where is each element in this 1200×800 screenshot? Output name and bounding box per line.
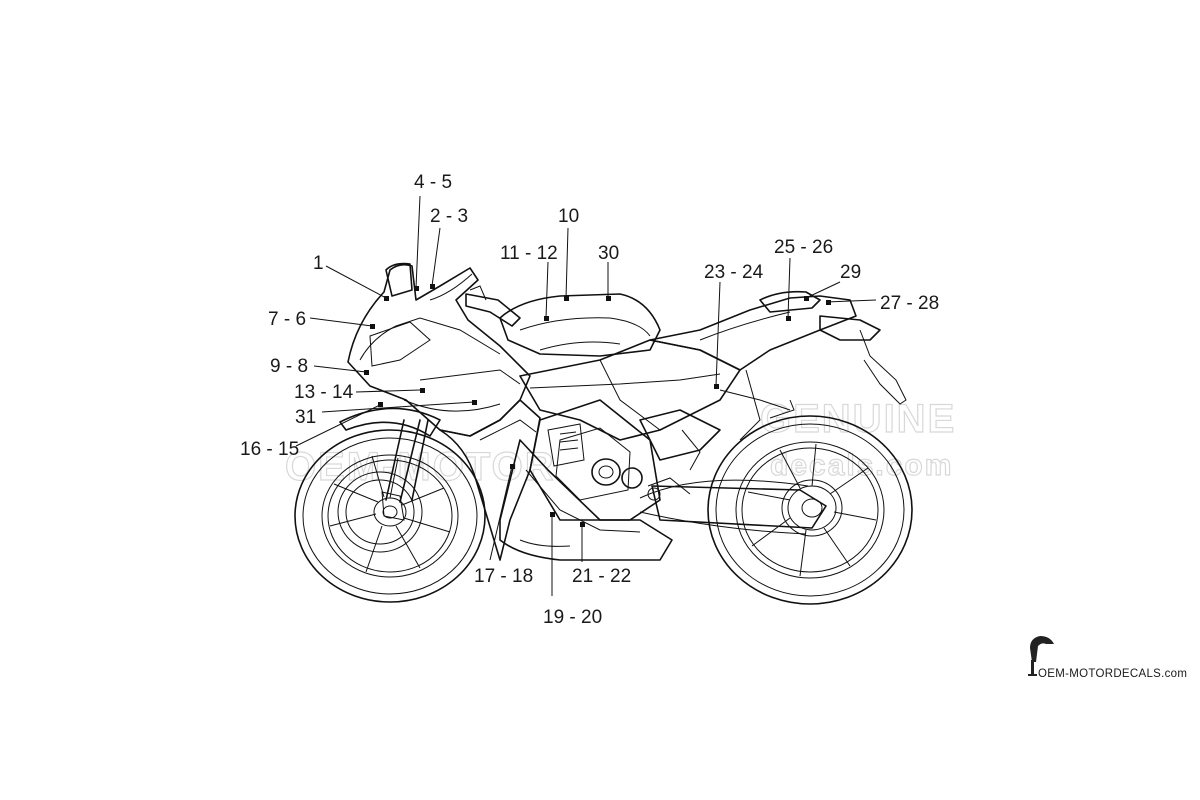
marker-2-3 [430,284,435,289]
marker-7-6 [370,324,375,329]
leader-lines [295,195,877,596]
label-25-26: 25 - 26 [774,237,833,258]
front-fairing [347,262,531,437]
label-2-3: 2 - 3 [430,206,468,227]
callout-labels: 1 4 - 5 2 - 3 10 11 - 12 30 7 - 6 9 - 8 … [240,172,939,628]
rear-wheel [707,415,913,605]
label-7-6: 7 - 6 [268,309,306,330]
belly-pan [499,439,673,561]
marker-17-18 [510,464,515,469]
label-27-28: 27 - 28 [880,293,939,314]
decal-markers [364,284,831,527]
swingarm [639,479,843,537]
seat-tail [649,290,907,405]
marker-10 [564,296,569,301]
marker-31 [472,400,477,405]
label-29: 29 [840,262,861,283]
label-31: 31 [295,407,316,428]
footpeg [647,477,691,501]
marker-23-24 [714,384,719,389]
side-fairing [439,399,541,561]
rear-shock [681,369,795,471]
label-9-8: 9 - 8 [270,356,308,377]
label-23-24: 23 - 24 [704,262,764,283]
label-1: 1 [313,253,324,274]
marker-30 [606,296,611,301]
bird-icon [1028,636,1054,676]
marker-11-12 [544,316,549,321]
marker-29 [804,296,809,301]
watermark: OEM-MOTOR GENUINE decals.com [284,396,956,489]
site-logo: OEM-MOTORDECALS.com [1028,636,1187,680]
label-16-15: 16 - 15 [240,439,299,460]
label-30: 30 [598,243,619,264]
label-4-5: 4 - 5 [414,172,452,193]
marker-27-28 [826,300,831,305]
motorcycle-drawing [294,262,913,605]
watermark-right-bottom: decals.com [770,449,953,482]
logo-text: OEM-MOTORDECALS.com [1038,668,1187,680]
handlebar [465,285,521,327]
marker-9-8 [364,370,369,375]
front-fork [339,407,441,521]
label-11-12: 11 - 12 [500,243,558,264]
frame [519,339,741,461]
engine [529,399,661,521]
marker-19-20 [550,512,555,517]
marker-1 [384,296,389,301]
marker-21-22 [580,522,585,527]
fuel-tank [499,293,661,357]
marker-13-14 [420,388,425,393]
label-21-22: 21 - 22 [572,566,631,587]
marker-25-26 [786,316,791,321]
label-10: 10 [558,206,579,227]
label-13-14: 13 - 14 [294,382,354,403]
label-17-18: 17 - 18 [474,566,533,587]
marker-4-5 [414,286,419,291]
marker-16-15 [378,402,383,407]
watermark-right-top: GENUINE [760,397,956,441]
label-19-20: 19 - 20 [543,607,602,628]
front-wheel [294,429,486,603]
